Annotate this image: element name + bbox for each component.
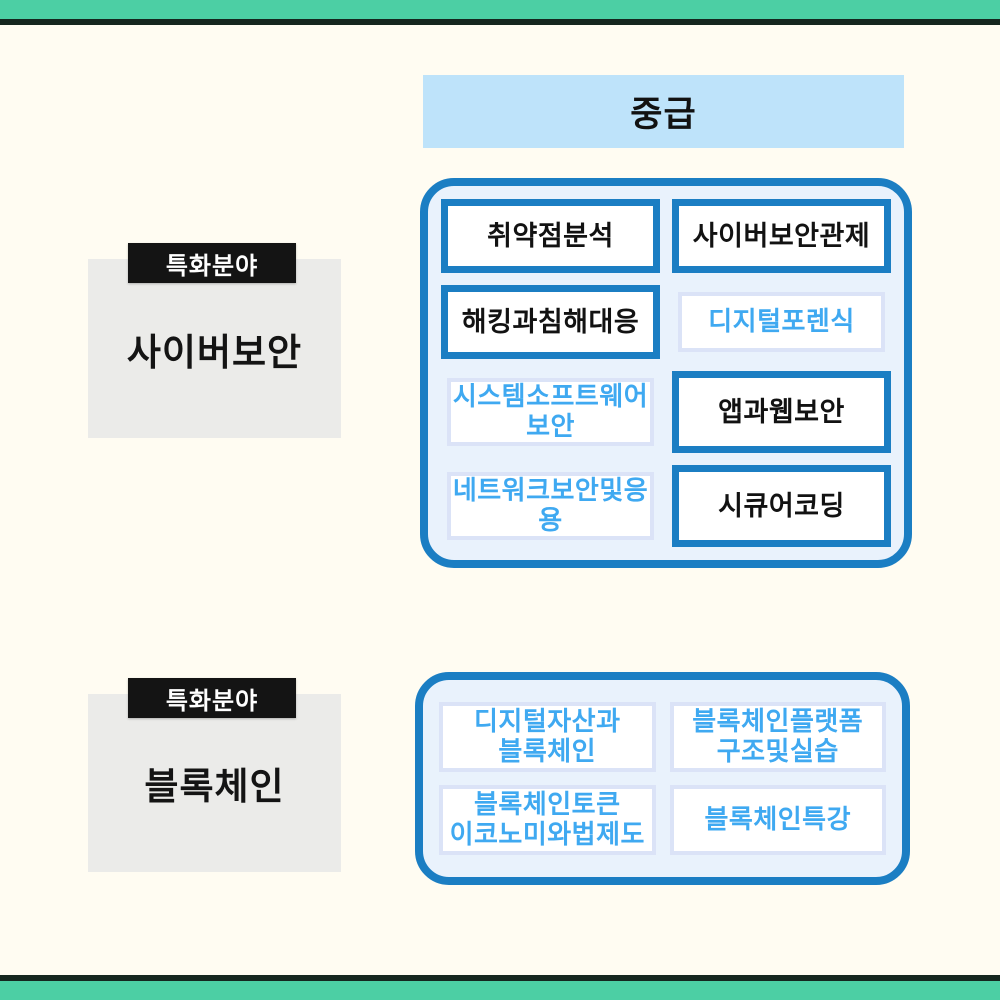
- courses-panel-blockchain: 디지털자산과 블록체인 블록체인플랫폼 구조및실습 블록체인토큰 이코노미와법제…: [415, 672, 910, 885]
- course-label: 디지털포렌식: [708, 306, 855, 337]
- field-name-cybersecurity: 사이버보안: [126, 331, 303, 373]
- course-box-blockchain-special-lecture: 블록체인특강: [669, 785, 886, 855]
- course-box-digital-forensics: 디지털포렌식: [678, 292, 885, 353]
- level-label: 중급: [630, 95, 697, 134]
- field-tag-blockchain: 특화분야: [128, 678, 296, 718]
- course-label: 블록체인토큰 이코노미와법제도: [449, 789, 645, 849]
- field-card-blockchain: 블록체인: [88, 694, 341, 872]
- level-header: 중급: [423, 75, 904, 148]
- course-label: 시스템소프트웨어 보안: [452, 381, 649, 442]
- course-box-token-economy-law: 블록체인토큰 이코노미와법제도: [439, 785, 656, 855]
- course-label: 취약점분석: [487, 220, 614, 251]
- field-tag-cybersecurity: 특화분야: [128, 243, 296, 283]
- course-box-network-security-applications: 네트워크보안및응용: [447, 472, 654, 540]
- field-tag-label: 특화분야: [165, 252, 259, 280]
- course-label: 시큐어코딩: [718, 490, 845, 521]
- course-label: 블록체인플랫폼 구조및실습: [692, 706, 864, 766]
- course-label: 블록체인특강: [704, 804, 852, 835]
- course-box-digital-assets-blockchain: 디지털자산과 블록체인: [439, 702, 656, 772]
- course-label: 앱과웹보안: [718, 396, 845, 427]
- course-box-app-web-security: 앱과웹보안: [672, 371, 891, 454]
- top-accent-bar: [0, 0, 1000, 25]
- courses-panel-cybersecurity: 취약점분석 사이버보안관제 해킹과침해대응 디지털포렌식 시스템소프트웨어 보안…: [420, 178, 912, 568]
- course-box-hacking-incident-response: 해킹과침해대응: [441, 285, 660, 360]
- bottom-accent-bar: [0, 975, 1000, 1000]
- field-name-blockchain: 블록체인: [144, 766, 285, 807]
- field-card-cybersecurity: 사이버보안: [88, 259, 341, 438]
- course-box-vulnerability-analysis: 취약점분석: [441, 199, 660, 274]
- course-label: 디지털자산과 블록체인: [473, 706, 621, 766]
- course-box-system-software-security: 시스템소프트웨어 보안: [447, 378, 654, 447]
- course-label: 네트워크보안및응용: [452, 475, 649, 536]
- course-label: 해킹과침해대응: [461, 306, 640, 337]
- course-box-cyber-security-monitoring: 사이버보안관제: [672, 199, 891, 274]
- course-box-blockchain-platform-practice: 블록체인플랫폼 구조및실습: [669, 702, 886, 772]
- course-box-secure-coding: 시큐어코딩: [672, 465, 891, 547]
- course-label: 사이버보안관제: [692, 220, 871, 251]
- field-tag-label: 특화분야: [165, 687, 259, 715]
